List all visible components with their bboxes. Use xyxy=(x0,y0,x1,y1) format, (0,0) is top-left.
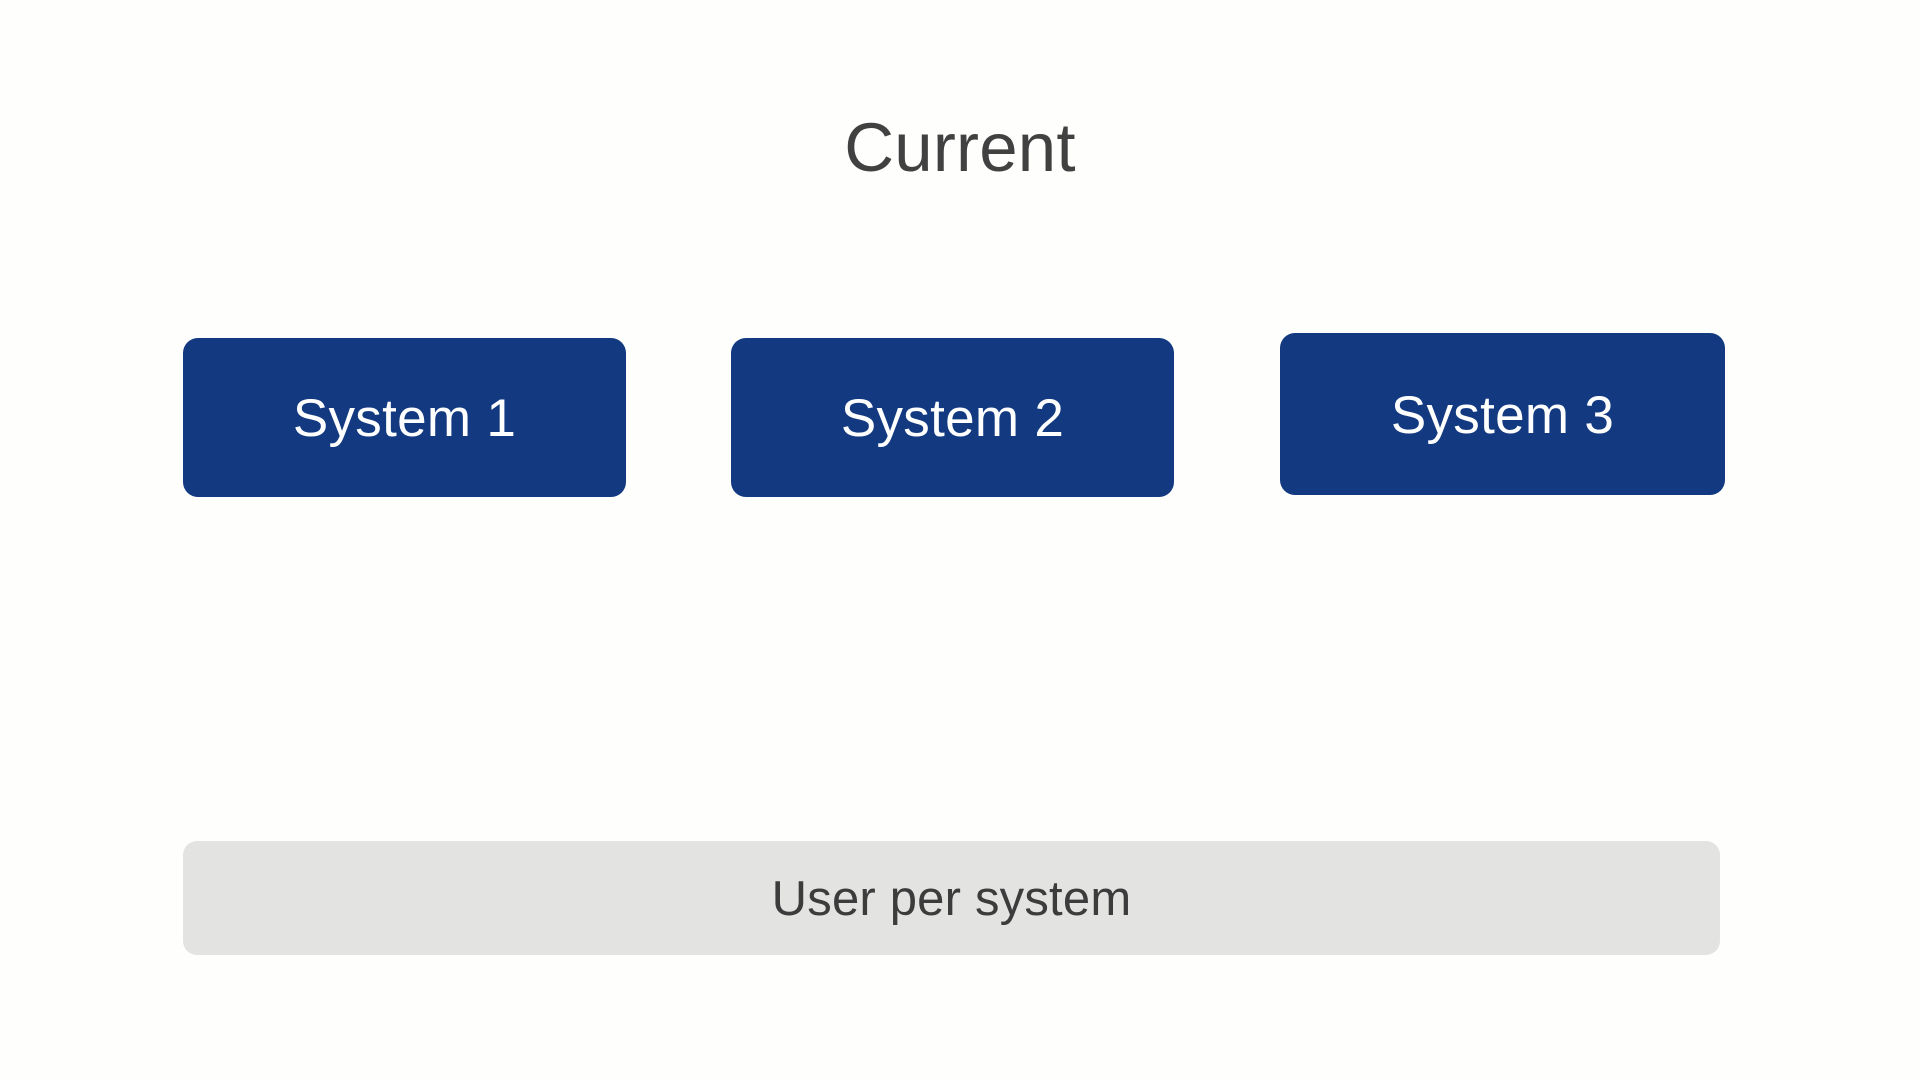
system-button-label: System 2 xyxy=(840,389,1065,448)
page-title: Current xyxy=(844,109,1076,186)
system-button-system-1[interactable]: System 1 xyxy=(183,338,626,497)
system-button-label: System 1 xyxy=(292,389,517,448)
system-button-system-2[interactable]: System 2 xyxy=(731,338,1174,497)
user-per-system-label: User per system xyxy=(771,871,1132,926)
system-button-system-3[interactable]: System 3 xyxy=(1280,333,1725,495)
user-per-system-bar[interactable]: User per system xyxy=(183,841,1720,955)
system-button-label: System 3 xyxy=(1390,385,1615,445)
